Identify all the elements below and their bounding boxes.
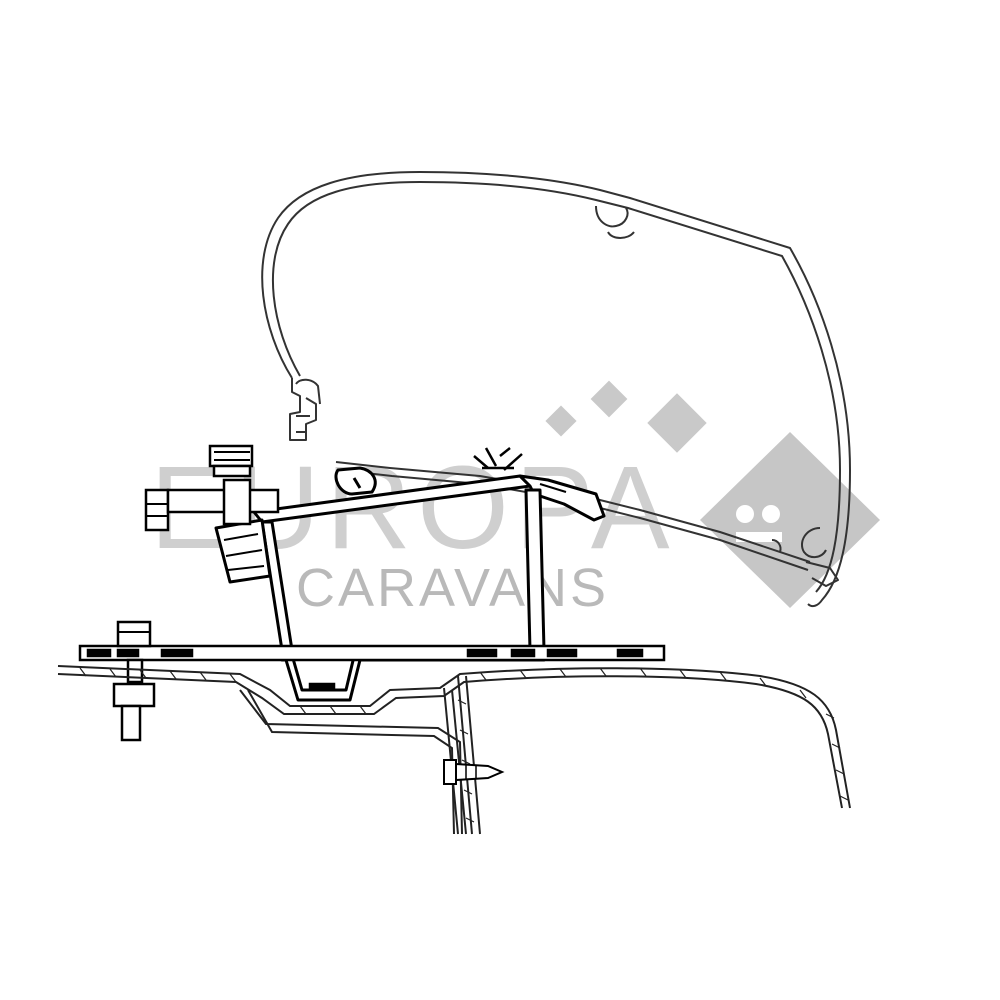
- roof-bolt: [112, 620, 156, 742]
- hex-bolt: [144, 444, 280, 532]
- mounting-adapter-bracket: [214, 447, 606, 702]
- watermark-line2: CARAVANS: [296, 558, 609, 618]
- europa-caravans-logo-icon: [545, 380, 880, 608]
- vehicle-roof: [57, 665, 851, 835]
- screw: [443, 759, 505, 785]
- roof-rail: [78, 644, 666, 692]
